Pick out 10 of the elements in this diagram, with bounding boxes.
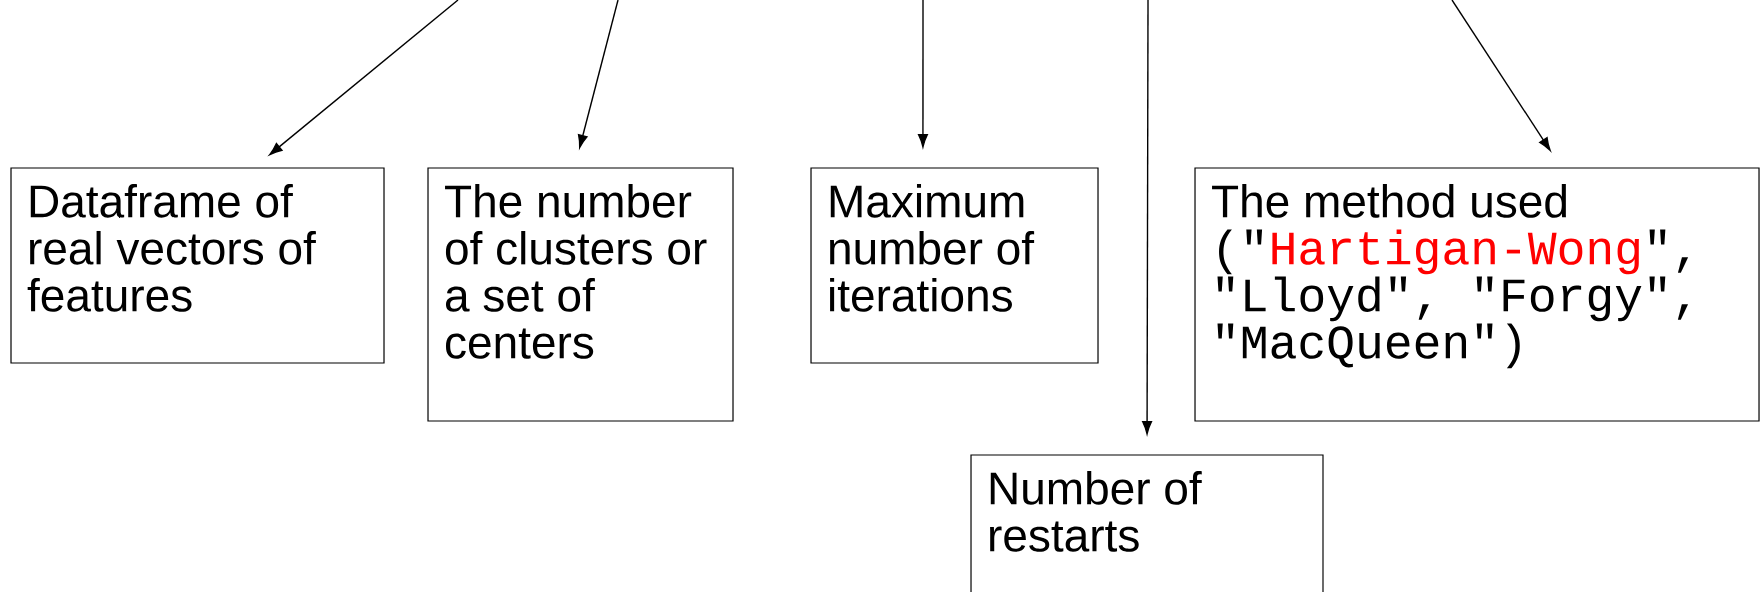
arrow — [1142, 0, 1153, 435]
text-box: Number of restarts — [970, 454, 1324, 592]
arrow — [1451, 0, 1551, 151]
text-box: Dataframe of real vectors of features — [10, 167, 385, 364]
arrow — [577, 0, 619, 149]
arrow — [269, 0, 459, 156]
text-box: The method used (" Hartigan-Wong ", "Lloyd", "Forgy", "MacQueen") — [1194, 167, 1760, 422]
text-box: The number of clusters or a set of centers — [427, 167, 734, 422]
text-box: Maximum number of iterations — [810, 167, 1099, 364]
arrow — [917, 0, 928, 148]
